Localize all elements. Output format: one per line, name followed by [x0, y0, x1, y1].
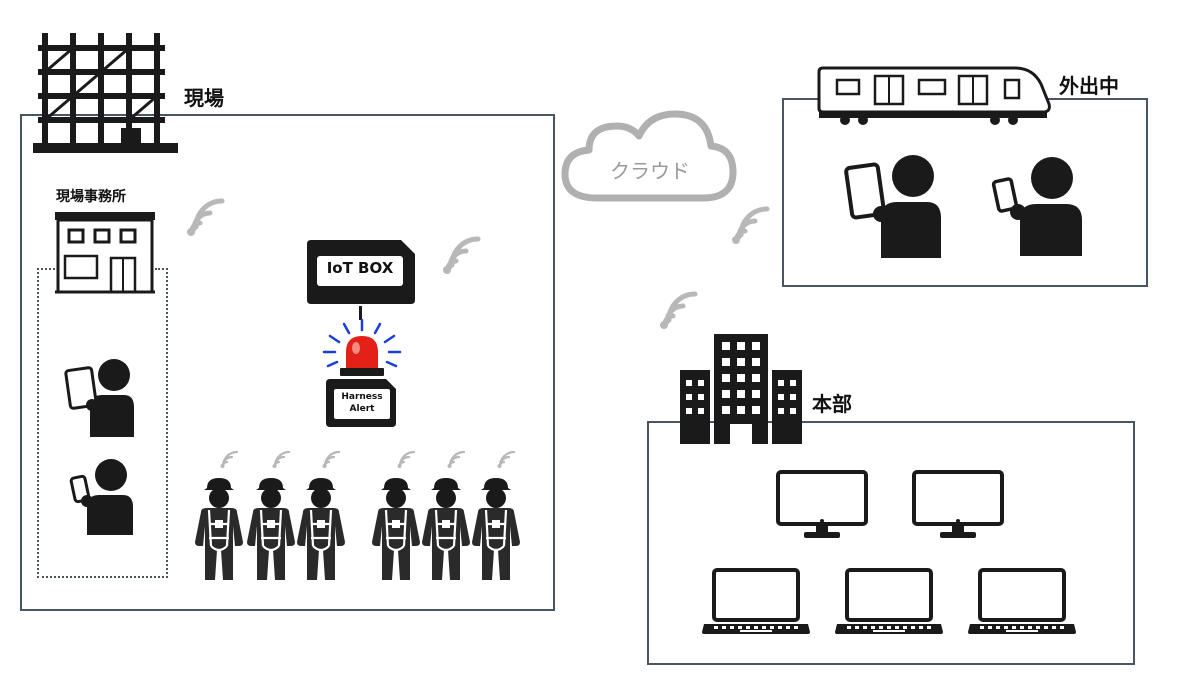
- desktop-monitor-icon: [912, 470, 1004, 540]
- wifi-icon: [396, 450, 418, 468]
- office-dotted-top-right: [155, 268, 168, 270]
- wifi-icon: [182, 195, 234, 237]
- iot-connector-line: [359, 306, 362, 320]
- office-building-icon: [55, 212, 155, 294]
- desktop-monitor-icon: [776, 470, 868, 540]
- office-dotted-top-left: [37, 268, 55, 270]
- hq-frame: [647, 421, 1135, 665]
- scaffold-building-icon: [33, 28, 178, 153]
- harness-worker-icon: [193, 476, 245, 580]
- harness-worker-icon: [420, 476, 472, 580]
- hq-label: 本部: [812, 392, 852, 416]
- cloud-icon: [557, 108, 739, 206]
- person-with-tablet-icon: [843, 150, 943, 258]
- harness-alert-device: [326, 379, 398, 427]
- laptop-icon: [966, 568, 1078, 636]
- wifi-icon: [496, 450, 518, 468]
- wifi-icon: [655, 288, 707, 330]
- site-frame: [20, 114, 555, 611]
- site-office-label: 現場事務所: [56, 189, 126, 205]
- person-with-phone-icon: [65, 455, 137, 535]
- harness-worker-icon: [295, 476, 347, 580]
- iot-box-device: [305, 238, 417, 306]
- office-tower-icon: [680, 330, 802, 448]
- wifi-icon: [271, 450, 293, 468]
- iot-box-label: IoT BOX: [326, 259, 394, 277]
- harness-worker-icon: [245, 476, 297, 580]
- train-icon: [815, 58, 1055, 126]
- harness-alert-label-2: Alert: [349, 404, 375, 414]
- laptop-icon: [700, 568, 812, 636]
- mobile-frame: [782, 98, 1148, 287]
- wifi-icon: [438, 233, 490, 275]
- harness-worker-icon: [470, 476, 522, 580]
- mobile-label: 外出中: [1059, 74, 1119, 98]
- harness-alert-label-1: Harness: [341, 392, 383, 402]
- office-dotted-frame: [37, 268, 168, 578]
- person-with-phone-icon: [990, 152, 1085, 256]
- wifi-icon: [321, 450, 343, 468]
- site-label: 現場: [184, 86, 224, 110]
- harness-worker-icon: [370, 476, 422, 580]
- wifi-icon: [727, 203, 779, 245]
- beacon-light-icon: [322, 318, 402, 380]
- laptop-icon: [833, 568, 945, 636]
- wifi-icon: [219, 450, 241, 468]
- person-with-tablet-icon: [62, 355, 137, 437]
- wifi-icon: [446, 450, 468, 468]
- cloud-label: クラウド: [610, 159, 690, 183]
